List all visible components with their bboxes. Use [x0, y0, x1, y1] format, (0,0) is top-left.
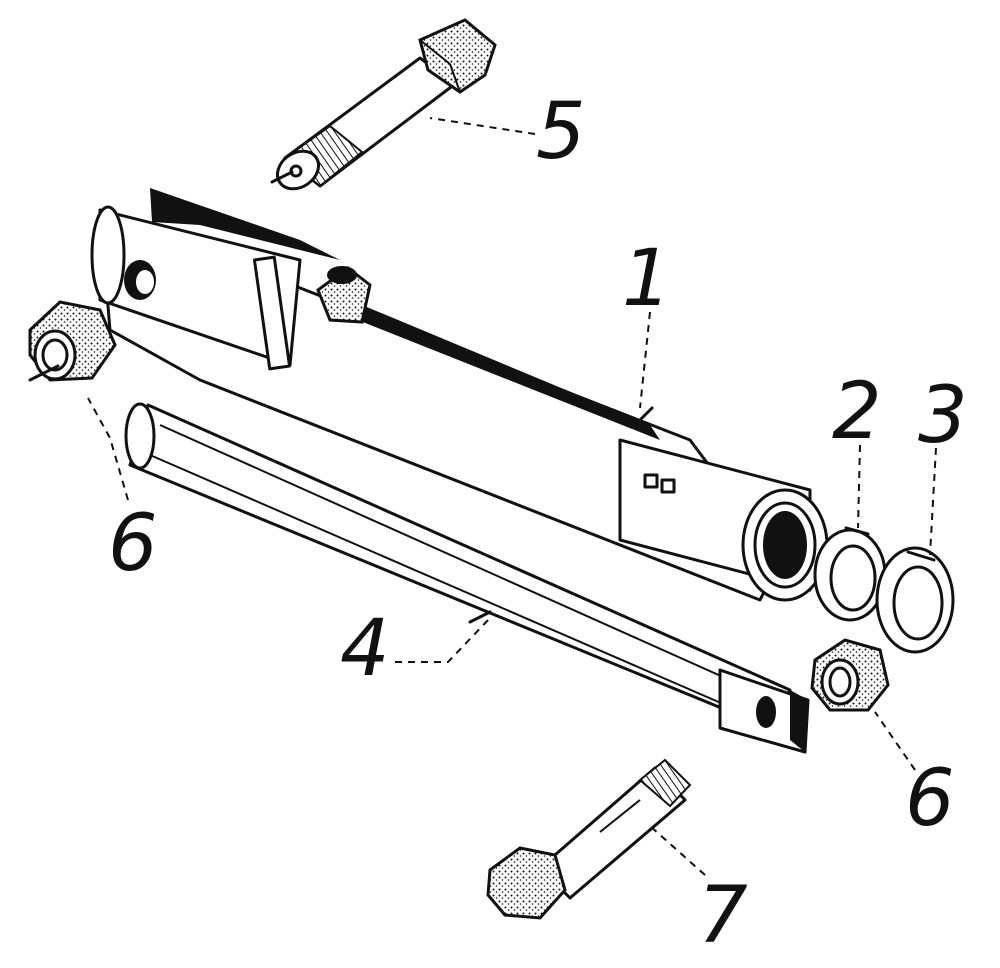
bolt-part-7	[486, 758, 692, 920]
callout-labels: 1 2 3 4 5 6 6 7	[108, 87, 968, 961]
bolt-part-5	[270, 18, 497, 191]
callout-2: 2	[832, 367, 882, 457]
leader-lines	[87, 117, 937, 876]
nut-part-6-right	[810, 638, 890, 712]
callout-7: 7	[698, 871, 748, 961]
callout-3: 3	[918, 371, 968, 461]
cylinder-part-1	[90, 188, 829, 602]
ring-part-3	[875, 546, 955, 654]
nut-part-6-left	[28, 300, 117, 382]
callout-6-right: 6	[905, 754, 955, 844]
callout-5: 5	[536, 87, 586, 177]
callout-4: 4	[340, 604, 390, 694]
ring-part-2	[813, 526, 887, 622]
callout-6-left: 6	[108, 499, 158, 589]
callout-1: 1	[622, 234, 672, 324]
piston-rod-part-4	[124, 402, 810, 754]
